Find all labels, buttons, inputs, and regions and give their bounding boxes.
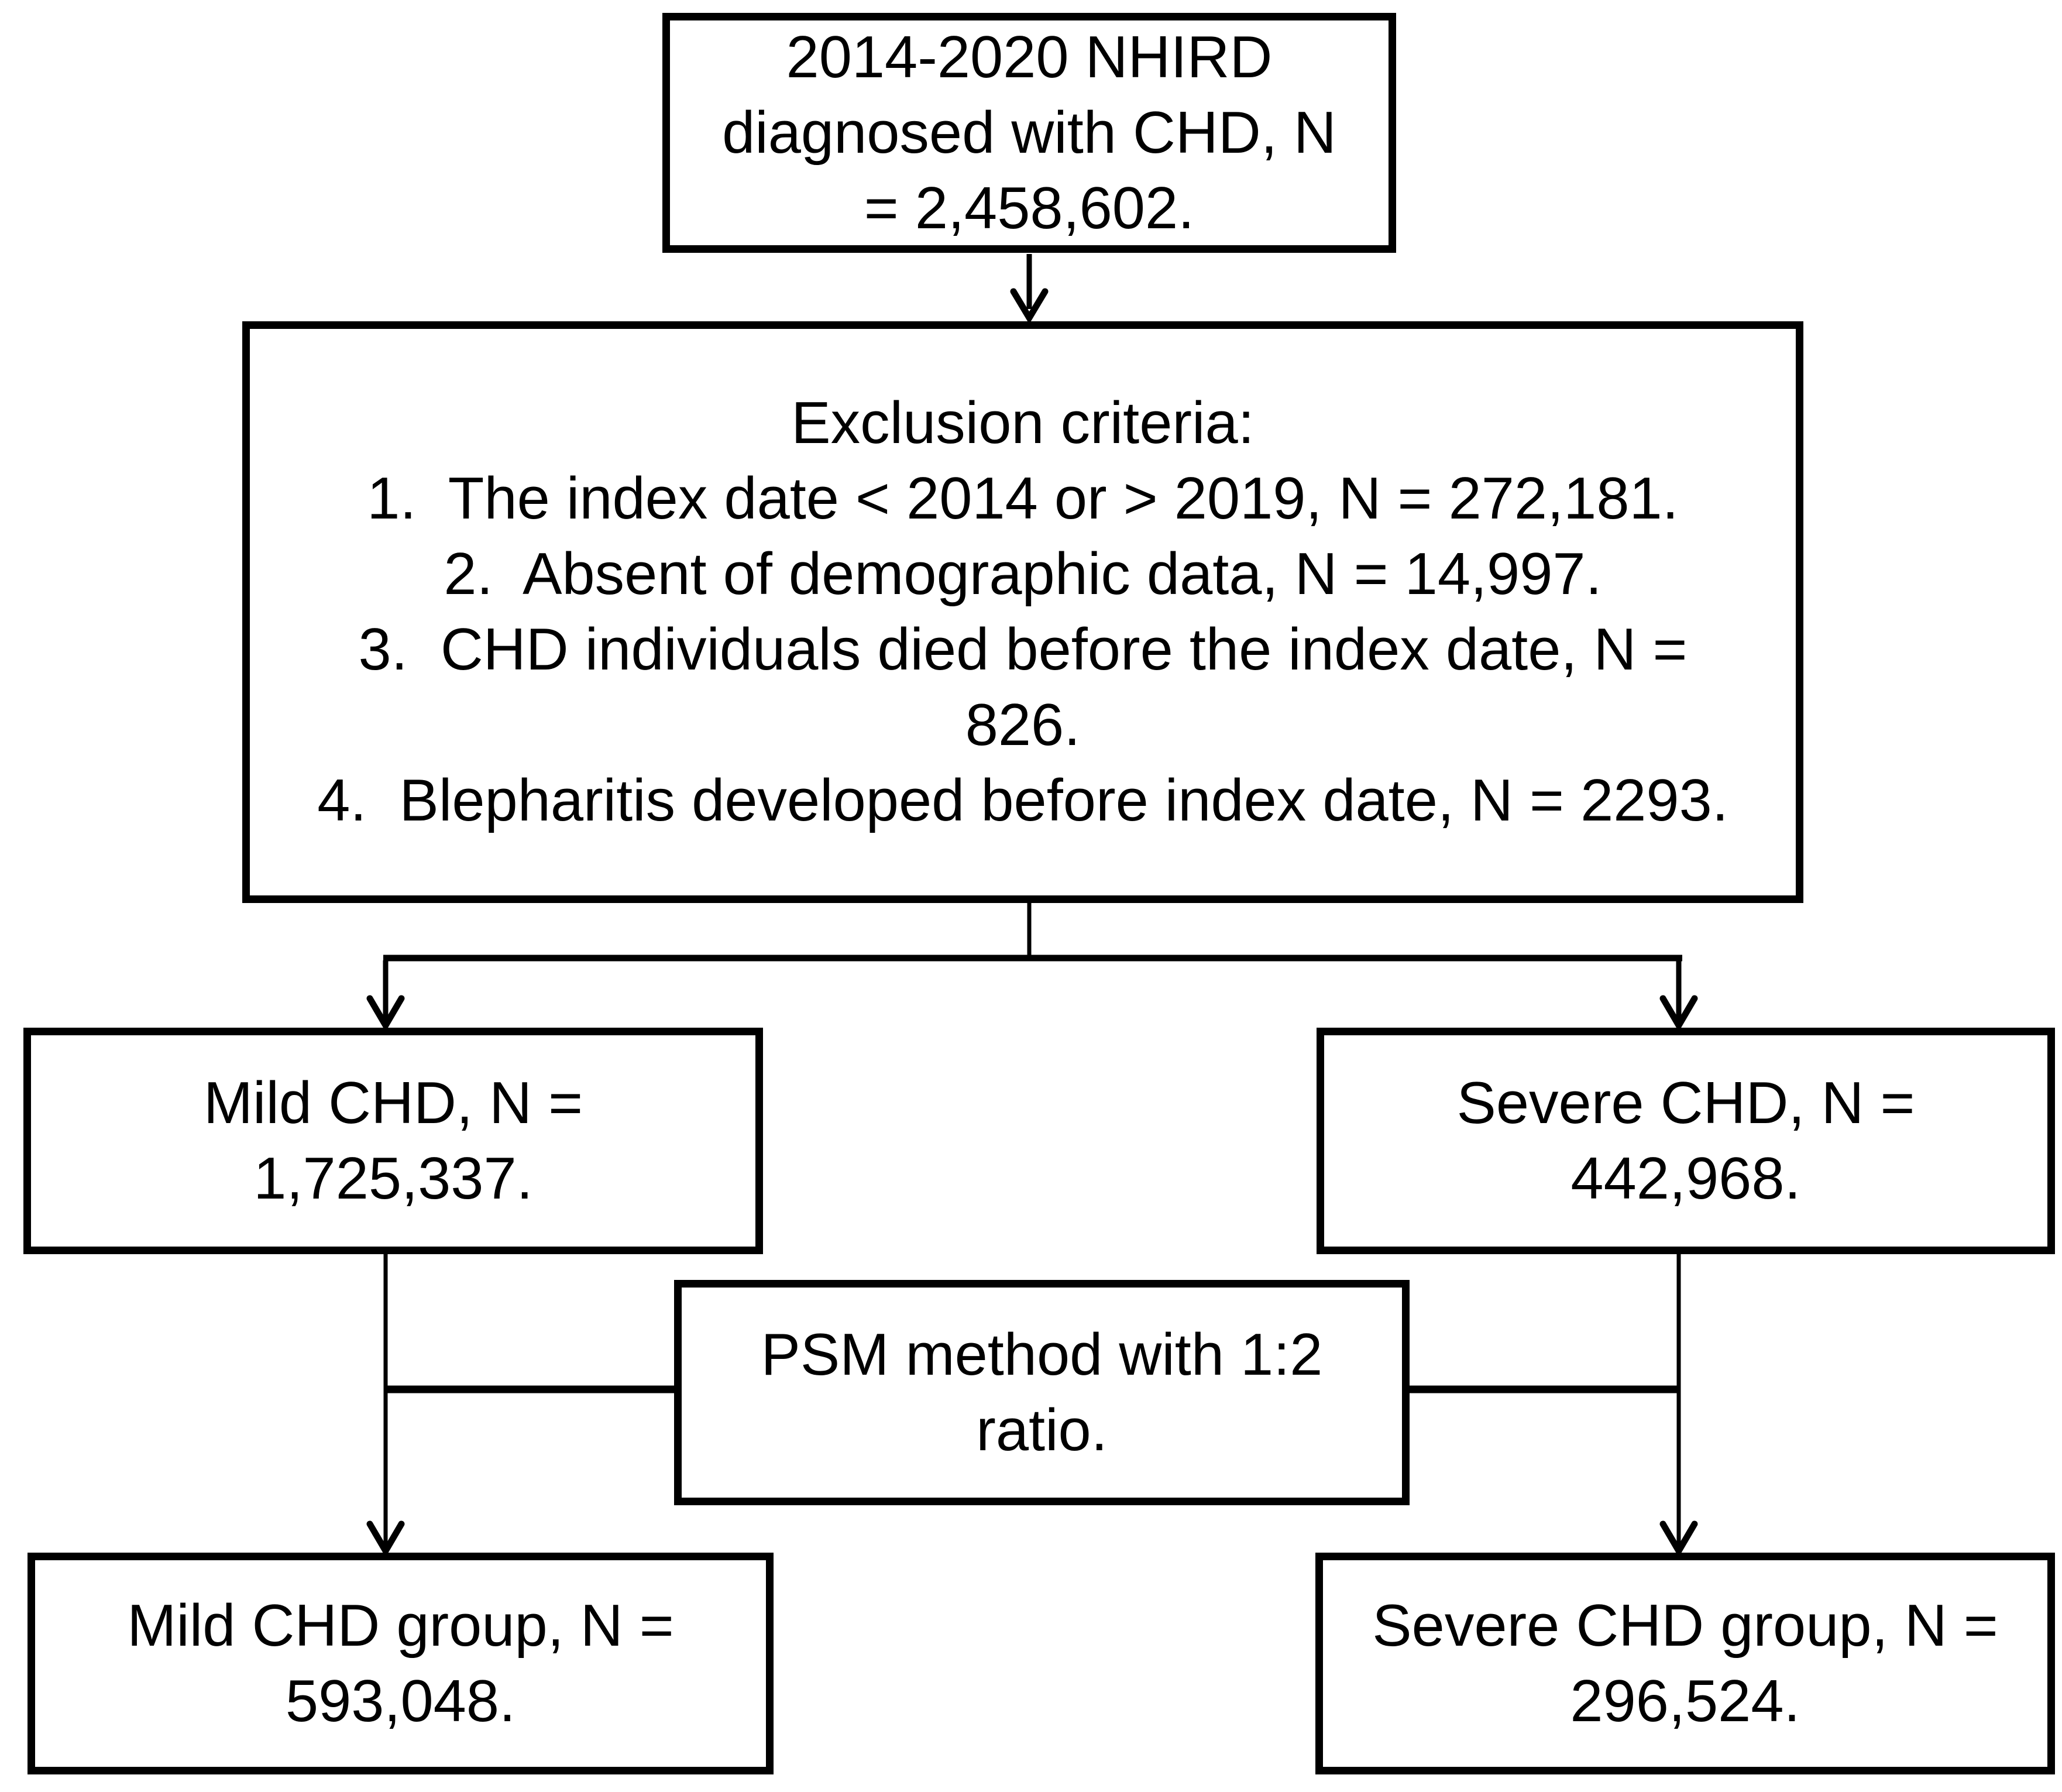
arrowhead-icon	[1659, 1520, 1698, 1557]
severe-chd-group-box: Severe CHD group, N = 296,524.	[1315, 1553, 2055, 1774]
arrowhead-icon	[366, 1520, 405, 1557]
severe-chd-group-box-line: Severe CHD group, N =	[1372, 1592, 1998, 1659]
psm-box-line: ratio.	[976, 1397, 1108, 1463]
exclusion-item-3-continued: 826.	[965, 692, 1081, 758]
severe-chd-box-line: 442,968.	[1570, 1145, 1801, 1211]
exclusion-item-3: 3. CHD individuals died before the index…	[358, 617, 1688, 682]
mild-chd-box-line: Mild CHD, N =	[203, 1070, 583, 1136]
arrowhead-icon	[1010, 288, 1049, 324]
mild-chd-box-line: 1,725,337.	[253, 1145, 533, 1211]
source-box: 2014-2020 NHIRD diagnosed with CHD, N = …	[662, 13, 1396, 253]
mild-chd-group-box-line: 593,048.	[285, 1668, 516, 1734]
arrow-branch-to-severe	[1659, 960, 1698, 1032]
source-box-line: 2014-2020 NHIRD	[786, 24, 1273, 90]
arrow-mild-to-mild-group	[366, 1254, 405, 1557]
source-box-line: = 2,458,602.	[864, 175, 1195, 241]
exclusion-criteria-box: Exclusion criteria: 1. The index date < …	[242, 321, 1803, 903]
mild-chd-box: Mild CHD, N = 1,725,337.	[23, 1028, 763, 1254]
source-box-line: diagnosed with CHD, N	[722, 99, 1336, 166]
severe-chd-box-line: Severe CHD, N =	[1456, 1070, 1915, 1136]
severe-chd-group-box-line: 296,524.	[1570, 1668, 1800, 1734]
mild-chd-group-box-line: Mild CHD group, N =	[127, 1592, 674, 1659]
arrow-source-to-exclusion	[1010, 254, 1049, 324]
arrow-severe-to-severe-group	[1659, 1254, 1698, 1557]
exclusion-box-title: Exclusion criteria:	[791, 390, 1255, 456]
psm-method-box: PSM method with 1:2 ratio.	[674, 1280, 1410, 1505]
arrowhead-icon	[1659, 995, 1698, 1032]
arrowhead-icon	[366, 995, 405, 1032]
arrow-branch-to-mild	[366, 960, 405, 1032]
exclusion-item-4: 4. Blepharitis developed before index da…	[317, 768, 1728, 833]
exclusion-item-2: 2. Absent of demographic data, N = 14,99…	[444, 541, 1602, 607]
mild-chd-group-box: Mild CHD group, N = 593,048.	[28, 1553, 774, 1774]
exclusion-item-1: 1. The index date < 2014 or > 2019, N = …	[367, 466, 1679, 531]
severe-chd-box: Severe CHD, N = 442,968.	[1317, 1028, 2055, 1254]
psm-box-line: PSM method with 1:2	[761, 1321, 1323, 1388]
